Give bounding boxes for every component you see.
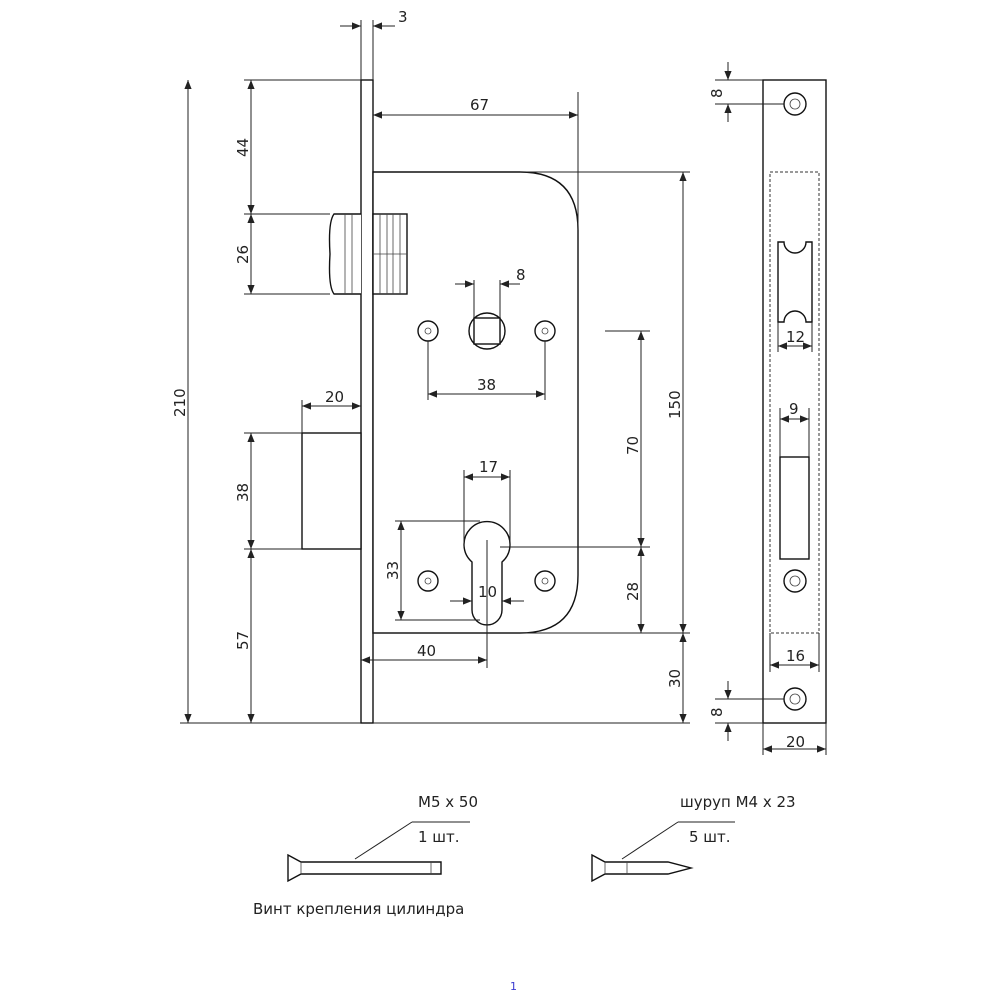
dim-20-deadbolt: 20	[325, 388, 344, 406]
dim-150: 150	[666, 390, 684, 419]
dim-33: 33	[384, 561, 402, 580]
dim-38-deadbolt: 38	[234, 483, 252, 502]
dimension-labels: 3 67 8 44 26 210 150 38 20 38 70 17 33 1…	[171, 8, 684, 688]
strike-dimension-labels: 8 12 9 16 8 20	[708, 88, 805, 751]
dim-12: 12	[786, 328, 805, 346]
dim-30: 30	[666, 669, 684, 688]
wood-screw-drawing	[591, 821, 735, 883]
latch-opening	[777, 241, 813, 323]
wood-screw-spec: шуруп M4 x 23	[680, 793, 796, 811]
latch-bolt	[328, 213, 408, 295]
lock-body-drawing	[301, 79, 579, 724]
handle-spindle	[468, 312, 506, 350]
deadbolt-opening	[779, 456, 810, 560]
dim-26: 26	[234, 245, 252, 264]
dim-57: 57	[234, 631, 252, 650]
dim-210: 210	[171, 388, 189, 417]
dim-67: 67	[470, 96, 489, 114]
page-number: 1	[510, 980, 517, 993]
cylinder-screw-qty: 1 шт.	[418, 828, 460, 846]
faceplate	[360, 79, 374, 724]
dim-28: 28	[624, 582, 642, 601]
cylinder-screw-caption: Винт крепления цилиндра	[253, 900, 464, 918]
cylinder-screw-spec: M5 x 50	[418, 793, 478, 811]
deadbolt	[301, 432, 362, 550]
dim-40: 40	[417, 642, 436, 660]
dim-20-plate: 20	[786, 733, 805, 751]
strike-screw-hole	[783, 687, 807, 711]
strike-plate	[762, 79, 827, 724]
lock-case	[372, 171, 579, 634]
strike-screw-hole	[783, 92, 807, 116]
dimension-lines	[180, 20, 690, 724]
dim-17: 17	[479, 458, 498, 476]
wood-screw-qty: 5 шт.	[689, 828, 731, 846]
dim-38-holes: 38	[477, 376, 496, 394]
strike-dimension-lines	[715, 62, 827, 755]
dim-8-spindle: 8	[516, 266, 526, 284]
dim-8-top: 8	[708, 88, 726, 98]
dim-16: 16	[786, 647, 805, 665]
dim-9: 9	[789, 400, 799, 418]
screw-hole	[417, 570, 439, 592]
strike-screw-hole	[783, 569, 807, 593]
screw-hole	[417, 320, 439, 342]
dim-70: 70	[624, 436, 642, 455]
cylinder-screw-drawing	[287, 821, 470, 883]
dim-10: 10	[478, 583, 497, 601]
dim-3: 3	[398, 8, 408, 26]
dim-8-bottom: 8	[708, 707, 726, 717]
screw-hole	[534, 570, 556, 592]
screw-hole	[534, 320, 556, 342]
dim-44: 44	[234, 138, 252, 157]
